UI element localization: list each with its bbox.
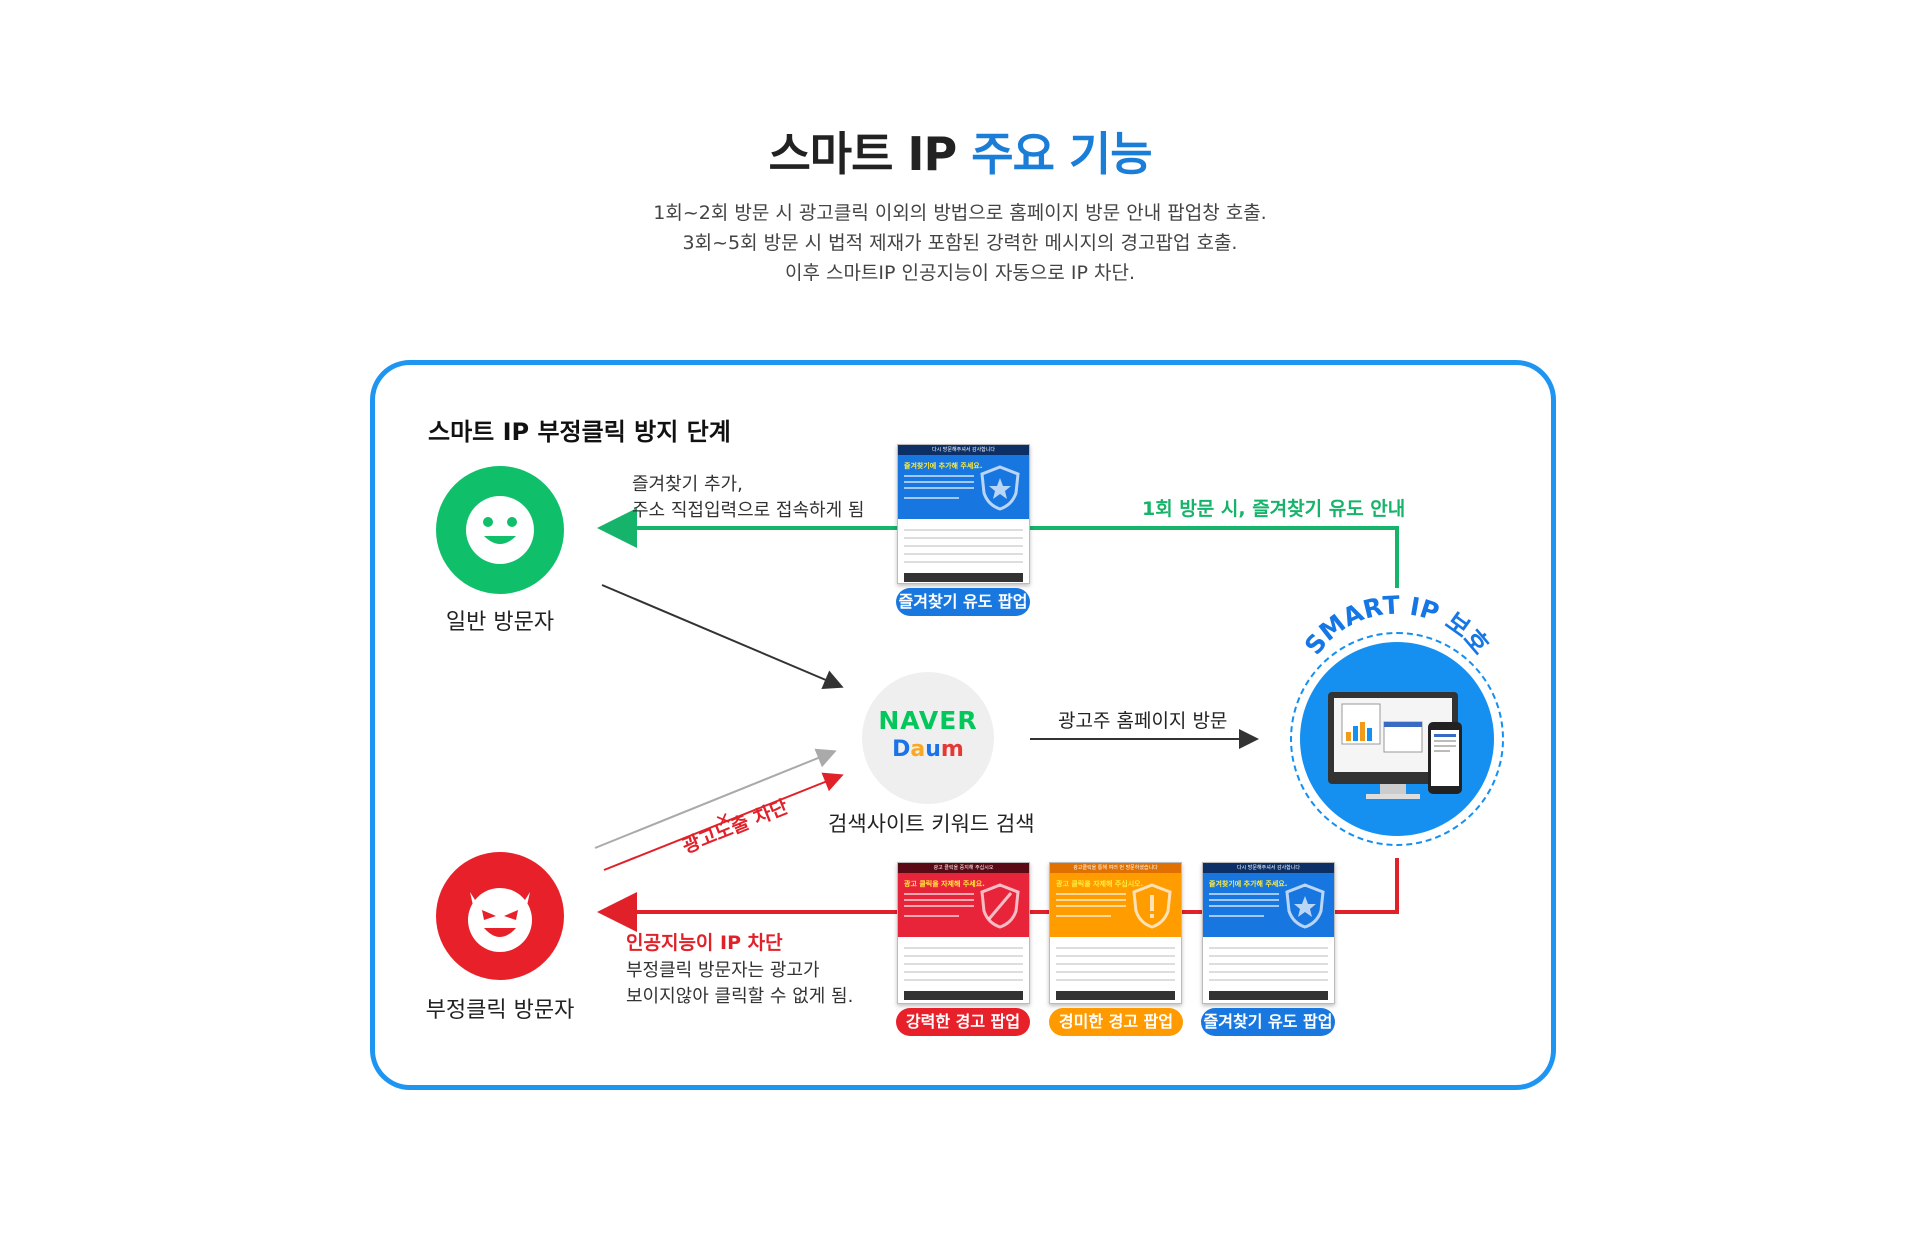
shield-icon (980, 465, 1020, 511)
bookmark-note: 즐겨찾기 추가, 주소 직접입력으로 접속하게 됨 (632, 472, 864, 524)
popup-header: 광고클릭을 통해 여러 번 방문하셨습니다 (1050, 863, 1181, 873)
description-line-3: 이후 스마트IP 인공지능이 자동으로 IP 차단. (784, 262, 1136, 284)
popup-label-strong: 강력한 경고 팝업 (896, 1008, 1030, 1036)
search-label: 검색사이트 키워드 검색 (828, 812, 1035, 836)
normal-visitor-circle (436, 466, 564, 594)
popup-label-top: 즐겨찾기 유도 팝업 (896, 588, 1030, 616)
title-blue: 주요 기능 (971, 127, 1152, 181)
smart-ip-label: SMART IP 보호 (1299, 591, 1495, 661)
description-line-1: 1회~2회 방문 시 광고클릭 이외의 방법으로 홈페이지 방문 안내 팝업창 … (653, 202, 1267, 224)
popup-thumbnail-bookmark: 다시 방문해주셔서 감사합니다 즐겨찾기에 추가해 주세요. (1202, 862, 1335, 1004)
popup-header: 다시 방문해주셔서 감사합니다 (1203, 863, 1334, 873)
popup-body: 광고 클릭을 자제해 주세요. (898, 873, 1029, 937)
popup-body: 즐겨찾기에 추가해 주세요. (1203, 873, 1334, 937)
red-flow-line (597, 858, 1399, 932)
devil-face-icon (468, 888, 532, 952)
smart-ip-circle (1300, 642, 1494, 836)
popup-label-mild: 경미한 경고 팝업 (1049, 1008, 1183, 1036)
panel-title: 스마트 IP 부정클릭 방지 단계 (428, 418, 731, 446)
visitor-search-arrow (601, 584, 844, 689)
shield-icon (1132, 883, 1172, 929)
smart-ip-arc-label: SMART IP 보호 (1299, 591, 1495, 661)
smart-ip-outer-ring (1290, 632, 1504, 846)
ai-block-label: 인공지능이 IP 차단 (626, 932, 783, 954)
ad-block-red-arrow (603, 772, 844, 871)
popup-headline: 즐겨찾기에 추가해 주세요. (1209, 880, 1288, 888)
popup-thumbnail-strong: 광고 클릭을 중지해 주십시오 광고 클릭을 자제해 주세요. (897, 862, 1030, 1004)
description: 1회~2회 방문 시 광고클릭 이외의 방법으로 홈페이지 방문 안내 팝업창 … (0, 198, 1920, 288)
popup-body: 광고 클릭을 자제해 주십시오. (1050, 873, 1181, 937)
homepage-visit-label: 광고주 홈페이지 방문 (1058, 710, 1228, 732)
normal-visitor-label: 일반 방문자 (445, 610, 555, 635)
popup-headline: 광고 클릭을 자제해 주십시오. (1056, 880, 1144, 888)
popup-label-bookmark: 즐겨찾기 유도 팝업 (1201, 1008, 1335, 1036)
popup-header: 다시 방문해주셔서 감사합니다 (898, 445, 1029, 455)
ai-block-note-line-1: 부정클릭 방문자는 광고가 (626, 960, 820, 981)
first-visit-guide: 1회 방문 시, 즐겨찾기 유도 안내 (1142, 498, 1406, 520)
title-dark: 스마트 IP (768, 127, 957, 181)
ai-block-note-line-2: 보이지않아 클릭할 수 없게 됨. (626, 986, 854, 1007)
popup-thumbnail-mild: 광고클릭을 통해 여러 번 방문하셨습니다 광고 클릭을 자제해 주십시오. (1049, 862, 1182, 1004)
popup-thumbnail-top: 다시 방문해주셔서 감사합니다 즐겨찾기에 추가해 주세요. (897, 444, 1030, 584)
popup-header: 광고 클릭을 중지해 주십시오 (898, 863, 1029, 873)
bookmark-note-line-1: 즐겨찾기 추가, (632, 474, 743, 495)
green-flow-line (597, 508, 1399, 588)
bad-visitor-label: 부정클릭 방문자 (425, 998, 575, 1023)
search-site-circle (862, 672, 994, 804)
popup-body: 즐겨찾기에 추가해 주세요. (898, 455, 1029, 519)
svg-text:SMART IP 보호: SMART IP 보호 (1299, 591, 1495, 661)
steps-panel (370, 360, 1556, 1090)
shield-icon (980, 883, 1020, 929)
page-title: 스마트 IP 주요 기능 (0, 118, 1920, 184)
shield-icon (1285, 883, 1325, 929)
ai-block-note: 부정클릭 방문자는 광고가 보이지않아 클릭할 수 없게 됨. (626, 958, 853, 1010)
bad-visitor-circle (436, 852, 564, 980)
naver-logo: NAVER (878, 706, 978, 735)
description-line-2: 3회~5회 방문 시 법적 제재가 포함된 강력한 메시지의 경고팝업 호출. (682, 232, 1238, 254)
bookmark-note-line-2: 주소 직접입력으로 접속하게 됨 (632, 500, 865, 521)
daum-logo: Daum (892, 737, 964, 762)
blocked-gray-arrow (594, 748, 837, 849)
popup-headline: 즐겨찾기에 추가해 주세요. (904, 462, 983, 470)
popup-headline: 광고 클릭을 자제해 주세요. (904, 880, 985, 888)
smiley-face-icon (466, 496, 534, 564)
monitor-devices-icon (1328, 692, 1462, 799)
